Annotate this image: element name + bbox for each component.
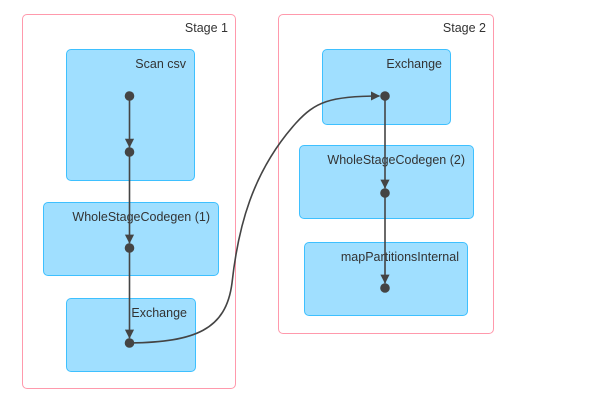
node-mappartitionsinternal[interactable]: mapPartitionsInternal (304, 242, 468, 316)
node-exchange-stage2[interactable]: Exchange (322, 49, 451, 125)
node-exchange-stage1-label: Exchange (131, 306, 187, 320)
stage-1-label: Stage 1 (184, 21, 228, 35)
node-wholestagecodegen-1-label: WholeStageCodegen (1) (72, 210, 210, 224)
node-wholestagecodegen-2[interactable]: WholeStageCodegen (2) (299, 145, 474, 219)
node-exchange-stage1[interactable]: Exchange (66, 298, 196, 372)
stage-2-cluster: Stage 2 Exchange WholeStageCodegen (2) m… (278, 14, 494, 334)
node-exchange-stage2-label: Exchange (386, 57, 442, 71)
node-wholestagecodegen-2-label: WholeStageCodegen (2) (327, 153, 465, 167)
node-mappartitionsinternal-label: mapPartitionsInternal (340, 250, 459, 264)
node-scan-csv-label: Scan csv (135, 57, 186, 71)
stage-2-label: Stage 2 (442, 21, 486, 35)
node-wholestagecodegen-1[interactable]: WholeStageCodegen (1) (43, 202, 219, 276)
stage-1-cluster: Stage 1 Scan csv WholeStageCodegen (1) E… (22, 14, 236, 389)
node-scan-csv[interactable]: Scan csv (66, 49, 195, 181)
